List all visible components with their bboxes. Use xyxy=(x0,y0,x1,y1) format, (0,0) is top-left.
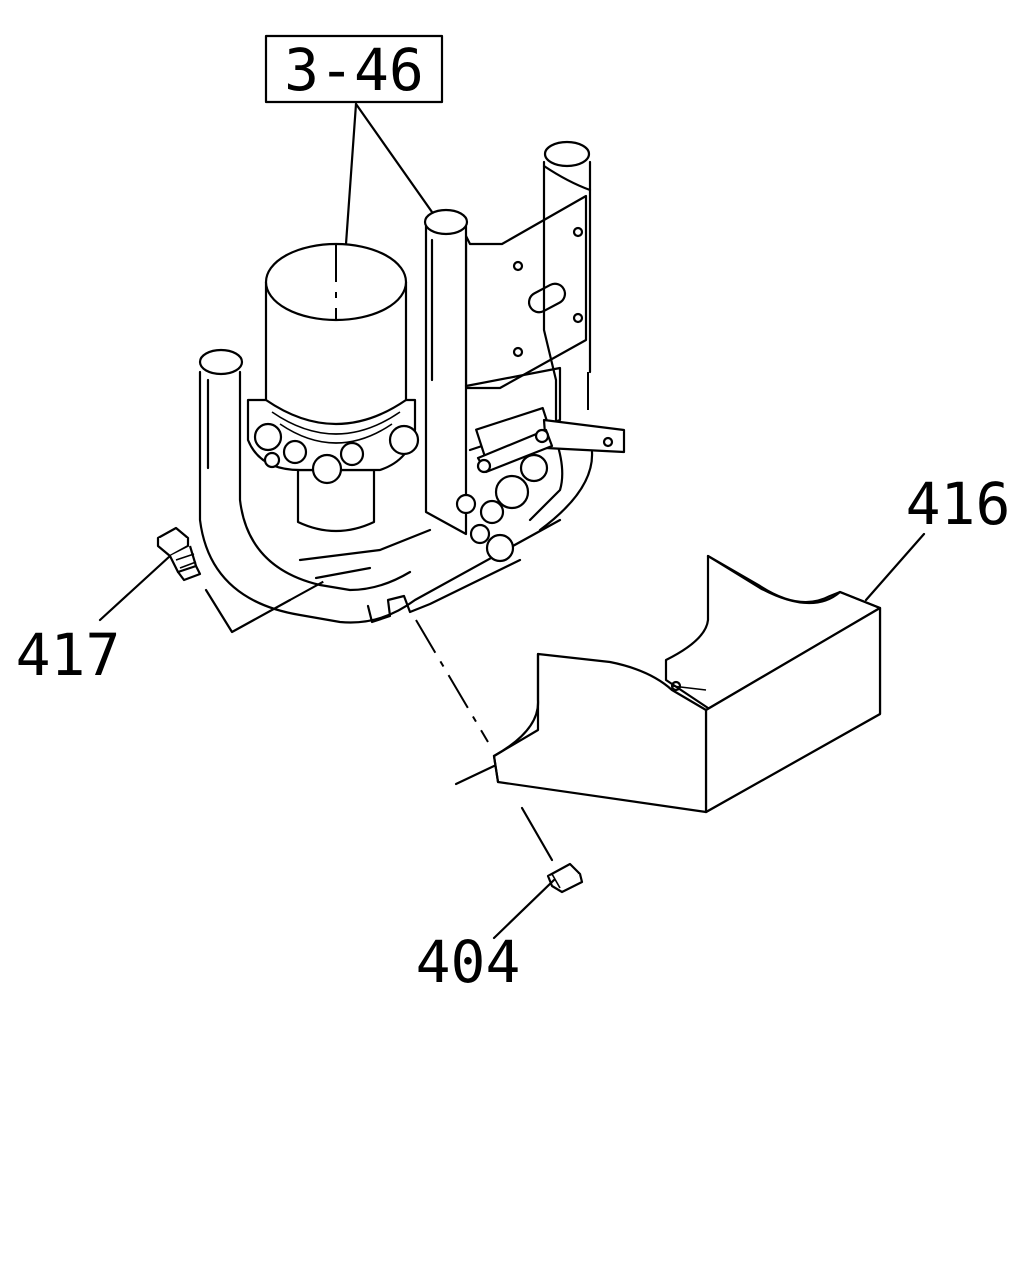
leader-line-filter xyxy=(344,102,358,246)
leader-line-416 xyxy=(864,532,926,602)
reference-label: 3-46 xyxy=(284,36,424,104)
bolt-shank xyxy=(169,545,198,574)
leader-line-404 xyxy=(492,878,556,940)
front-right-pipe-cap xyxy=(423,208,469,236)
leader-line-417 xyxy=(98,554,172,622)
leader-line-bracket xyxy=(354,102,434,214)
bolt-installation-path xyxy=(204,588,292,634)
left-pipe-inner xyxy=(238,370,412,592)
bracket-slot xyxy=(527,282,567,314)
air-dryer-assembly xyxy=(198,140,626,624)
callout-416: 416 xyxy=(906,470,1011,538)
nut-installation-path xyxy=(520,806,554,862)
reference-box xyxy=(264,34,444,104)
nut-404: 404 xyxy=(416,806,584,996)
alignment-line xyxy=(415,619,489,743)
assembly-reference-callout: 3-46 xyxy=(264,34,444,246)
dryer-base-body xyxy=(296,468,376,533)
left-pipe-cap xyxy=(198,348,244,376)
shield-front-face xyxy=(704,606,882,814)
callout-404: 404 xyxy=(416,928,521,996)
base-flange xyxy=(366,558,522,624)
left-pipe-outer xyxy=(198,370,562,624)
outlet-tab xyxy=(542,418,626,454)
port-fitting xyxy=(253,422,283,452)
callout-417: 417 xyxy=(16,621,121,689)
rear-pipe-cap xyxy=(543,140,591,168)
lower-port-fitting xyxy=(494,474,530,510)
shield-back-wall xyxy=(664,554,710,710)
filter-cartridge xyxy=(264,282,408,425)
mounting-bracket xyxy=(464,194,588,390)
shield-416: 416 xyxy=(454,470,1011,814)
bolt-417: 417 xyxy=(16,526,331,689)
